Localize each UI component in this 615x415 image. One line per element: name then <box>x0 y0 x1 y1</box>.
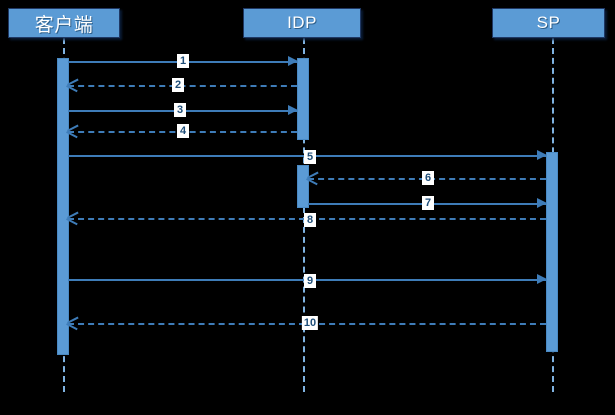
message-4-arrowhead <box>66 124 79 139</box>
message-label-1: 1 <box>177 54 189 68</box>
message-1-arrowhead <box>288 56 298 66</box>
message-label-9: 9 <box>304 274 316 288</box>
message-8-arrowhead <box>66 211 79 226</box>
message-5-arrowhead <box>537 150 547 160</box>
message-3-arrowhead <box>288 105 298 115</box>
message-label-2: 2 <box>172 78 184 92</box>
activation-bar-sp <box>546 152 558 352</box>
activation-bar-client <box>57 58 69 355</box>
message-10-arrowhead <box>66 316 79 331</box>
activation-bar-idp-1 <box>297 58 309 140</box>
message-label-4: 4 <box>177 124 189 138</box>
message-2-arrowhead <box>66 78 79 93</box>
message-label-8: 8 <box>304 213 316 227</box>
activation-bar-idp-2 <box>297 165 309 208</box>
message-label-6: 6 <box>422 171 434 185</box>
message-label-3: 3 <box>174 103 186 117</box>
message-6-arrowhead <box>306 171 319 186</box>
participant-sp[interactable]: SP <box>492 8 605 38</box>
participant-idp-label: IDP <box>287 13 317 32</box>
message-label-7: 7 <box>422 196 434 210</box>
message-7-arrowhead <box>537 198 547 208</box>
participant-idp[interactable]: IDP <box>243 8 361 38</box>
message-9-arrowhead <box>537 274 547 284</box>
message-label-5: 5 <box>304 150 316 164</box>
message-label-10: 10 <box>301 316 319 330</box>
participant-client[interactable]: 客户端 <box>8 8 120 38</box>
participant-client-label: 客户端 <box>34 14 94 36</box>
participant-sp-label: SP <box>536 13 561 32</box>
